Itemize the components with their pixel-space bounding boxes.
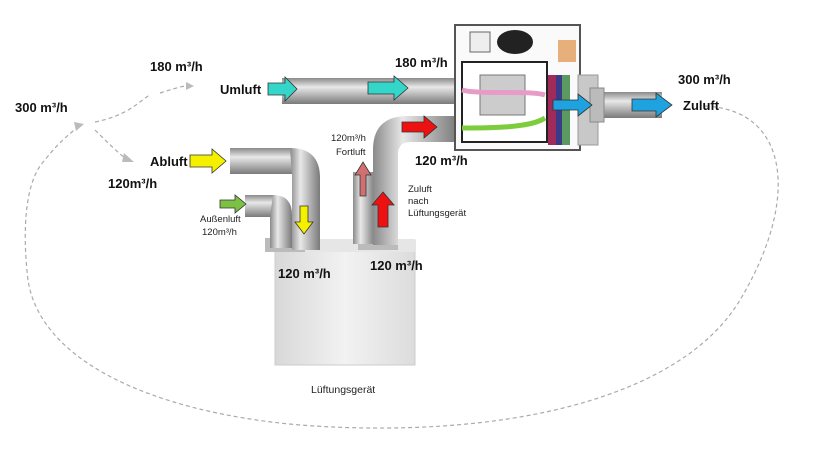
- unit-right-flow-label: 120 m³/h: [370, 258, 423, 273]
- fortluft-flow-label: 120m³/h: [331, 133, 366, 144]
- umluft-flow-label: 180 m³/h: [150, 59, 203, 74]
- umluft-arrow-right: [367, 75, 409, 101]
- zuluft-blue-arrow-device: [552, 93, 593, 117]
- abluft-label: Abluft: [150, 154, 188, 169]
- zuluft-nach-line1: Zuluft: [408, 184, 432, 195]
- dashed-arrowhead-upper: [186, 82, 194, 90]
- umluft-label: Umluft: [220, 82, 262, 97]
- heat-pump-device: [454, 24, 605, 151]
- dashed-loop: [24, 105, 779, 429]
- aussenluft-duct-elbow: [270, 195, 292, 248]
- zuluft-blue-arrow-out: [631, 92, 673, 118]
- ventilation-unit: [265, 236, 416, 366]
- aussenluft-arrow: [219, 194, 247, 214]
- umluft-arrow-left: [267, 76, 298, 102]
- total-flow-label: 300 m³/h: [15, 100, 68, 115]
- abluft-duct-h: [230, 148, 292, 174]
- fortluft-duct: [353, 172, 375, 244]
- zuluft-label: Zuluft: [683, 98, 720, 113]
- aussenluft-flow-label: 120m³/h: [202, 227, 237, 238]
- aussenluft-label: Außenluft: [200, 214, 241, 225]
- fortluft-label: Fortluft: [336, 147, 366, 158]
- supply-to-device-flow-label: 120 m³/h: [415, 153, 468, 168]
- aussenluft-duct-h: [245, 195, 275, 217]
- zuluft-flow-label: 300 m³/h: [678, 72, 731, 87]
- unit-left-flow-label: 120 m³/h: [278, 266, 331, 281]
- zuluft-nach-duct: [373, 116, 458, 245]
- abluft-down-arrow: [294, 205, 314, 235]
- abluft-flow-label: 120m³/h: [108, 176, 157, 191]
- zuluft-nach-line2: nach: [408, 196, 429, 207]
- abluft-duct-elbow: [290, 148, 320, 250]
- zuluft-red-arrow: [401, 115, 438, 139]
- dashed-arrowhead-left: [74, 122, 84, 131]
- abluft-arrow: [189, 148, 227, 174]
- unit-label: Lüftungsgerät: [311, 384, 375, 396]
- dashed-arrowhead-lower: [122, 153, 134, 162]
- dashed-branch-upper: [94, 85, 186, 123]
- device-in-flow-label: 180 m³/h: [395, 55, 448, 70]
- zuluft-nach-line3: Lüftungsgerät: [408, 208, 466, 219]
- zuluft-nach-arrow: [371, 191, 395, 228]
- dashed-branch-lower: [94, 129, 126, 159]
- fortluft-arrow: [354, 161, 372, 197]
